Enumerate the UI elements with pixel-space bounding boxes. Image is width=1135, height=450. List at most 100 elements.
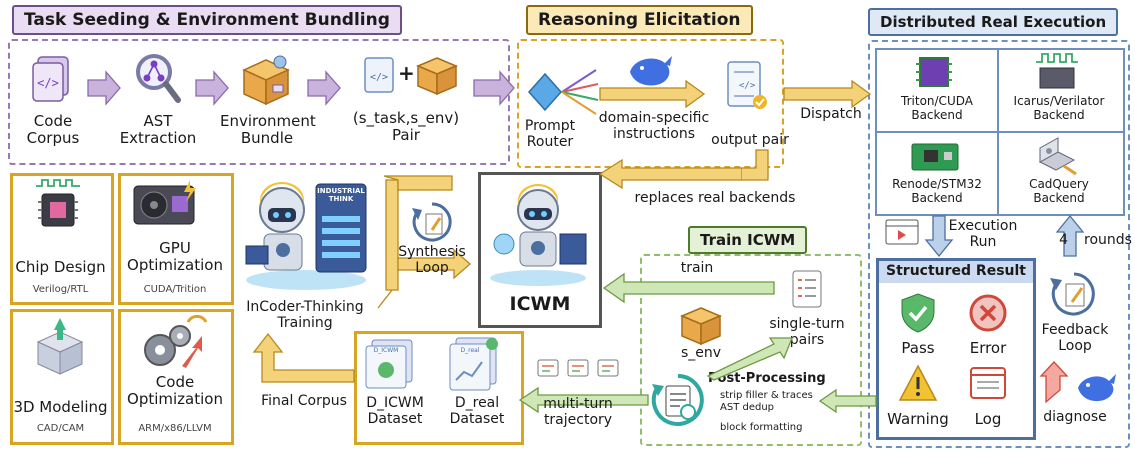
whale-icon — [630, 56, 672, 86]
cad-part-icon — [1038, 137, 1077, 176]
synthesis-loop-arrows — [377, 175, 471, 309]
gears-icon — [144, 314, 208, 368]
plus-sign: + — [398, 61, 415, 85]
domain-box-code — [118, 309, 234, 445]
checklist-icon — [792, 270, 822, 308]
domain-sub-code: ARM/x86/LLVM — [138, 423, 212, 434]
terminal-window-icon — [885, 219, 919, 245]
synthesis-loop-label: Synthesis Loop — [398, 244, 466, 277]
domain-sub-chip: Verilog/RTL — [32, 284, 89, 295]
board-icon — [911, 143, 959, 171]
router-fan-arrows — [561, 69, 599, 115]
single-turn-label: single-turn pairs — [769, 316, 845, 349]
up-arrow-rounds — [1055, 214, 1085, 257]
domain-title-gpu: GPU Optimization — [127, 239, 223, 275]
backend-divider-h — [875, 131, 1123, 133]
whale-icon-diagnose — [1078, 374, 1116, 402]
s-env-box-icon — [680, 307, 722, 346]
result-to-post-arrow — [818, 388, 877, 414]
icwm-label: ICWM — [509, 293, 571, 315]
replaces-label: replaces real backends — [634, 190, 796, 206]
log-window-icon — [970, 367, 1006, 399]
post-item-3: block formatting — [720, 422, 803, 433]
post-processing-title: Post-Processing — [708, 371, 826, 386]
arrow-to-output — [599, 79, 706, 109]
distributed-container — [868, 40, 1130, 448]
waveform-chip-icon — [1036, 53, 1078, 89]
chip-icon — [36, 179, 80, 227]
structured-result-header — [879, 261, 1033, 283]
train-label: train — [680, 260, 714, 276]
execution-run-label: Execution Run — [948, 218, 1018, 251]
instructions-label: domain-specific instructions — [598, 110, 710, 143]
down-arrow-execution — [924, 215, 954, 258]
result-log: Log — [974, 410, 1002, 428]
rounds-label: 4 — [1059, 232, 1068, 248]
structured-result-box — [876, 258, 1036, 440]
result-error: Error — [969, 339, 1007, 357]
domain-title-code: Code Optimization — [127, 373, 223, 409]
industrial-robot-icon — [245, 182, 367, 290]
final-corpus-arrow — [252, 332, 355, 383]
router-diamond-icon — [527, 72, 563, 112]
step-label-ast: AST Extraction — [119, 112, 197, 148]
router-label: Prompt Router — [524, 118, 576, 151]
seeding-container — [8, 39, 510, 165]
d-real-label: D_real Dataset — [449, 395, 505, 428]
feedback-loop-label: Feedback Loop — [1041, 322, 1109, 355]
task-file-icon: </> — [364, 57, 394, 93]
distributed-title: Distributed Real Execution — [868, 8, 1119, 36]
svg-text:</>: </> — [370, 72, 388, 83]
rounds-suffix: rounds — [1084, 232, 1132, 248]
d-icwm-icon — [365, 339, 413, 389]
d-icwm-icon-label: D_ICWM — [373, 347, 399, 354]
domain-sub-3d: CAD/CAM — [36, 423, 85, 434]
output-doc-icon: </> — [727, 61, 767, 109]
cube-icon — [36, 318, 84, 375]
robot-sign: INDUSTRIAL THINK — [317, 187, 365, 204]
icwm-robot-icon — [490, 184, 587, 286]
pass-shield-icon — [901, 293, 935, 333]
error-icon — [969, 294, 1007, 332]
s-env-label: s_env — [680, 345, 722, 361]
bundle-box-icon — [242, 55, 290, 106]
step-label-bundle: Environment Bundle — [220, 112, 316, 148]
train-arrow — [602, 272, 775, 304]
seeding-title: Task Seeding & Environment Bundling — [12, 5, 402, 35]
gpu-chip-icon — [916, 57, 952, 87]
magnifier-tree-icon — [136, 54, 181, 103]
post-to-single-arrow — [706, 337, 793, 381]
backend-label-icarus: Icarus/Verilator Backend — [1013, 94, 1105, 122]
diagnose-arrow — [1039, 361, 1069, 404]
post-item-1: strip filler & traces — [720, 390, 813, 401]
result-pass: Pass — [901, 339, 935, 357]
step-label-pair: (s_task,s_env) Pair — [352, 109, 460, 145]
post-processing-icon — [651, 374, 704, 426]
final-corpus-label: Final Corpus — [261, 393, 347, 409]
d-real-icon-label: D_real — [460, 347, 480, 354]
domain-title-3d: 3D Modeling — [13, 398, 108, 416]
svg-text:</>: </> — [739, 81, 756, 91]
env-box-icon — [416, 57, 458, 96]
backend-label-cadquery: CadQuery Backend — [1029, 177, 1089, 205]
output-pair-label: output pair — [711, 132, 789, 148]
d-real-icon — [449, 337, 498, 391]
structured-result-title: Structured Result — [886, 263, 1026, 279]
feedback-loop-icon — [1050, 272, 1095, 316]
train-container — [640, 254, 862, 446]
post-to-dataset-arrow — [518, 386, 649, 414]
gpu-card-icon — [133, 180, 196, 225]
backend-label-renode: Renode/STM32 Backend — [892, 177, 982, 205]
d-icwm-label: D_ICWM Dataset — [366, 395, 424, 428]
reasoning-container — [517, 39, 784, 168]
train-title: Train ICWM — [688, 226, 808, 254]
incoder-training-label: InCoder-Thinking Training — [246, 299, 364, 332]
post-item-2: AST dedup — [720, 402, 775, 413]
reasoning-title: Reasoning Elicitation — [526, 5, 753, 35]
step-label-code-corpus: Code Corpus — [26, 112, 80, 148]
backend-label-triton: Triton/CUDA Backend — [901, 94, 973, 122]
domain-sub-gpu: CUDA/Trition — [143, 284, 207, 295]
refresh-doc-icon — [412, 202, 452, 242]
trajectory-icon — [537, 359, 619, 377]
